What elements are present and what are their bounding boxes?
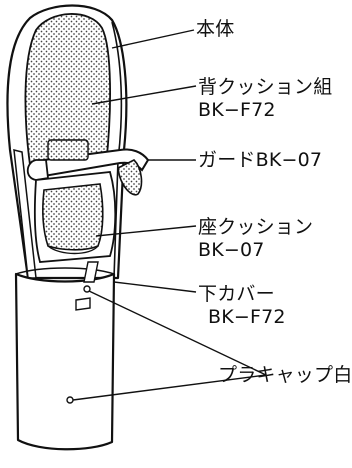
leader-body <box>111 29 195 49</box>
label-lower-cover: 下カバー BK−F72 <box>198 283 286 329</box>
label-seat-cushion-code: BK−07 <box>198 239 265 261</box>
lower-cover-top-rim <box>15 267 115 275</box>
guard-right-wing <box>117 159 143 196</box>
label-lower-cover-code: BK−F72 <box>208 306 286 328</box>
seat-cushion-edge <box>47 245 99 255</box>
back-cushion-shape <box>24 13 111 166</box>
lower-cover-shape <box>14 272 116 451</box>
label-back-cushion-code: BK−F72 <box>198 99 276 121</box>
lower-cover-tab <box>75 297 91 311</box>
lower-cover-slot <box>83 261 99 283</box>
guard-pad <box>47 139 89 161</box>
label-seat-cushion-name: 座クッション <box>198 216 314 238</box>
label-guard: ガードBK−07 <box>198 149 322 172</box>
label-lower-cover-name: 下カバー <box>198 283 275 305</box>
label-back-cushion-name: 背クッション組 <box>198 76 333 98</box>
leader-lower-cover <box>113 281 197 293</box>
leader-back-cushion <box>91 85 197 105</box>
label-plastic-cap: プラキャップ白 <box>218 364 352 387</box>
seat-cushion-shape <box>42 183 104 251</box>
guard-left-loop <box>26 159 49 181</box>
cap-hole-lower <box>66 396 74 404</box>
label-guard-text: ガードBK−07 <box>198 149 323 171</box>
label-body-text: 本体 <box>196 18 235 40</box>
leader-seat-cushion <box>95 225 197 237</box>
cap-hole-upper <box>83 285 91 293</box>
leader-cap-upper <box>88 290 267 376</box>
guard-shape <box>43 148 150 178</box>
label-back-cushion: 背クッション組 BK−F72 <box>198 76 332 122</box>
label-plastic-cap-text: プラキャップ白 <box>218 364 352 386</box>
leader-cap-lower <box>72 374 267 401</box>
label-seat-cushion: 座クッション BK−07 <box>198 216 313 262</box>
label-body: 本体 <box>196 18 234 41</box>
